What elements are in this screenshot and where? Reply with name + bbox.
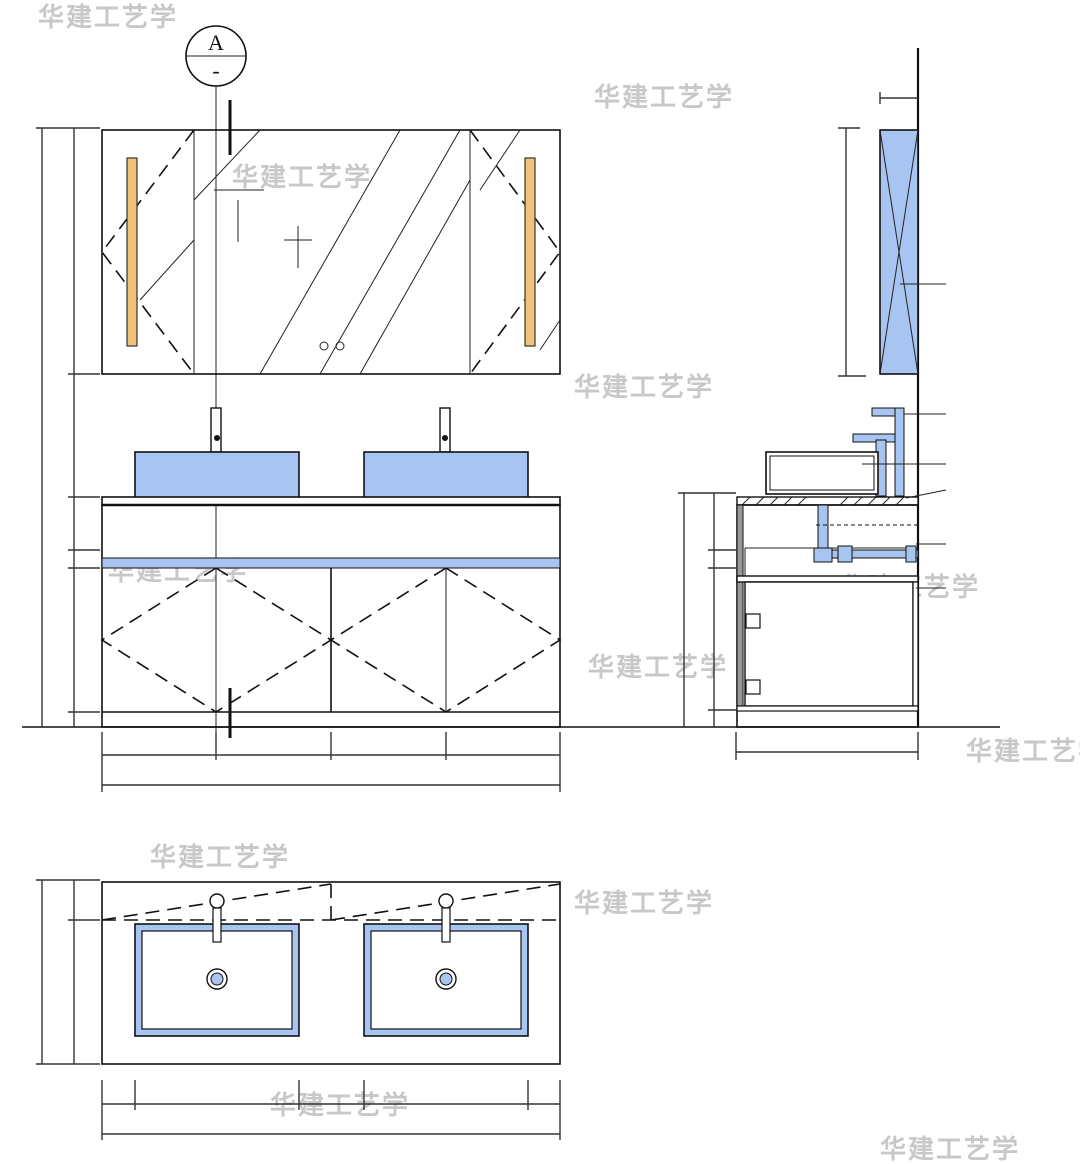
front-mirror bbox=[101, 129, 561, 375]
watermark-1: 华建工艺学 bbox=[38, 2, 178, 32]
watermark-9: 华建工艺学 bbox=[150, 842, 290, 872]
mirror-switch-1 bbox=[319, 341, 329, 351]
front-dims-horizontal bbox=[101, 732, 561, 792]
front-dims-vertical bbox=[36, 127, 100, 727]
side-basin bbox=[765, 451, 879, 495]
watermark-3: 华建工艺学 bbox=[232, 162, 372, 192]
watermark-2: 华建工艺学 bbox=[594, 82, 734, 112]
side-dims-vertical bbox=[678, 492, 736, 727]
watermark-4: 华建工艺学 bbox=[574, 372, 714, 402]
front-faucet-left bbox=[210, 407, 222, 453]
plan-countertop bbox=[101, 881, 561, 1065]
mirror-switch-2 bbox=[335, 341, 345, 351]
plan-faucet-right bbox=[438, 893, 454, 943]
watermarks: 华建工艺学 华建工艺学 华建工艺学 华建工艺学 华建工艺学 华建工艺学 华建工艺… bbox=[38, 2, 1080, 1164]
watermark-7: 华建工艺学 bbox=[588, 652, 728, 682]
plan-dims-vertical bbox=[36, 879, 100, 1065]
front-led-left bbox=[126, 157, 138, 347]
side-countertop bbox=[736, 496, 919, 506]
plan-faucet-left bbox=[209, 893, 225, 943]
section-sub: - bbox=[212, 58, 219, 83]
side-elevation bbox=[678, 48, 947, 760]
watermark-11: 华建工艺学 bbox=[270, 1090, 410, 1120]
front-faucet-right bbox=[439, 407, 451, 453]
side-callouts bbox=[862, 283, 947, 589]
plan-view bbox=[36, 879, 561, 1140]
section-letter: A bbox=[208, 30, 224, 55]
side-faucet bbox=[852, 407, 905, 497]
front-basin-right bbox=[363, 451, 529, 499]
plan-dims-horizontal bbox=[101, 1080, 561, 1140]
side-hinge-1 bbox=[745, 613, 761, 629]
side-hinge-2 bbox=[745, 679, 761, 695]
watermark-12: 华建工艺学 bbox=[880, 1134, 1020, 1164]
front-drawer-strip bbox=[101, 557, 561, 569]
front-basin-left bbox=[134, 451, 300, 499]
watermark-10: 华建工艺学 bbox=[574, 888, 714, 918]
front-led-right bbox=[524, 157, 536, 347]
watermark-8: 华建工艺学 bbox=[966, 736, 1080, 766]
side-drain-pipe bbox=[813, 504, 919, 563]
